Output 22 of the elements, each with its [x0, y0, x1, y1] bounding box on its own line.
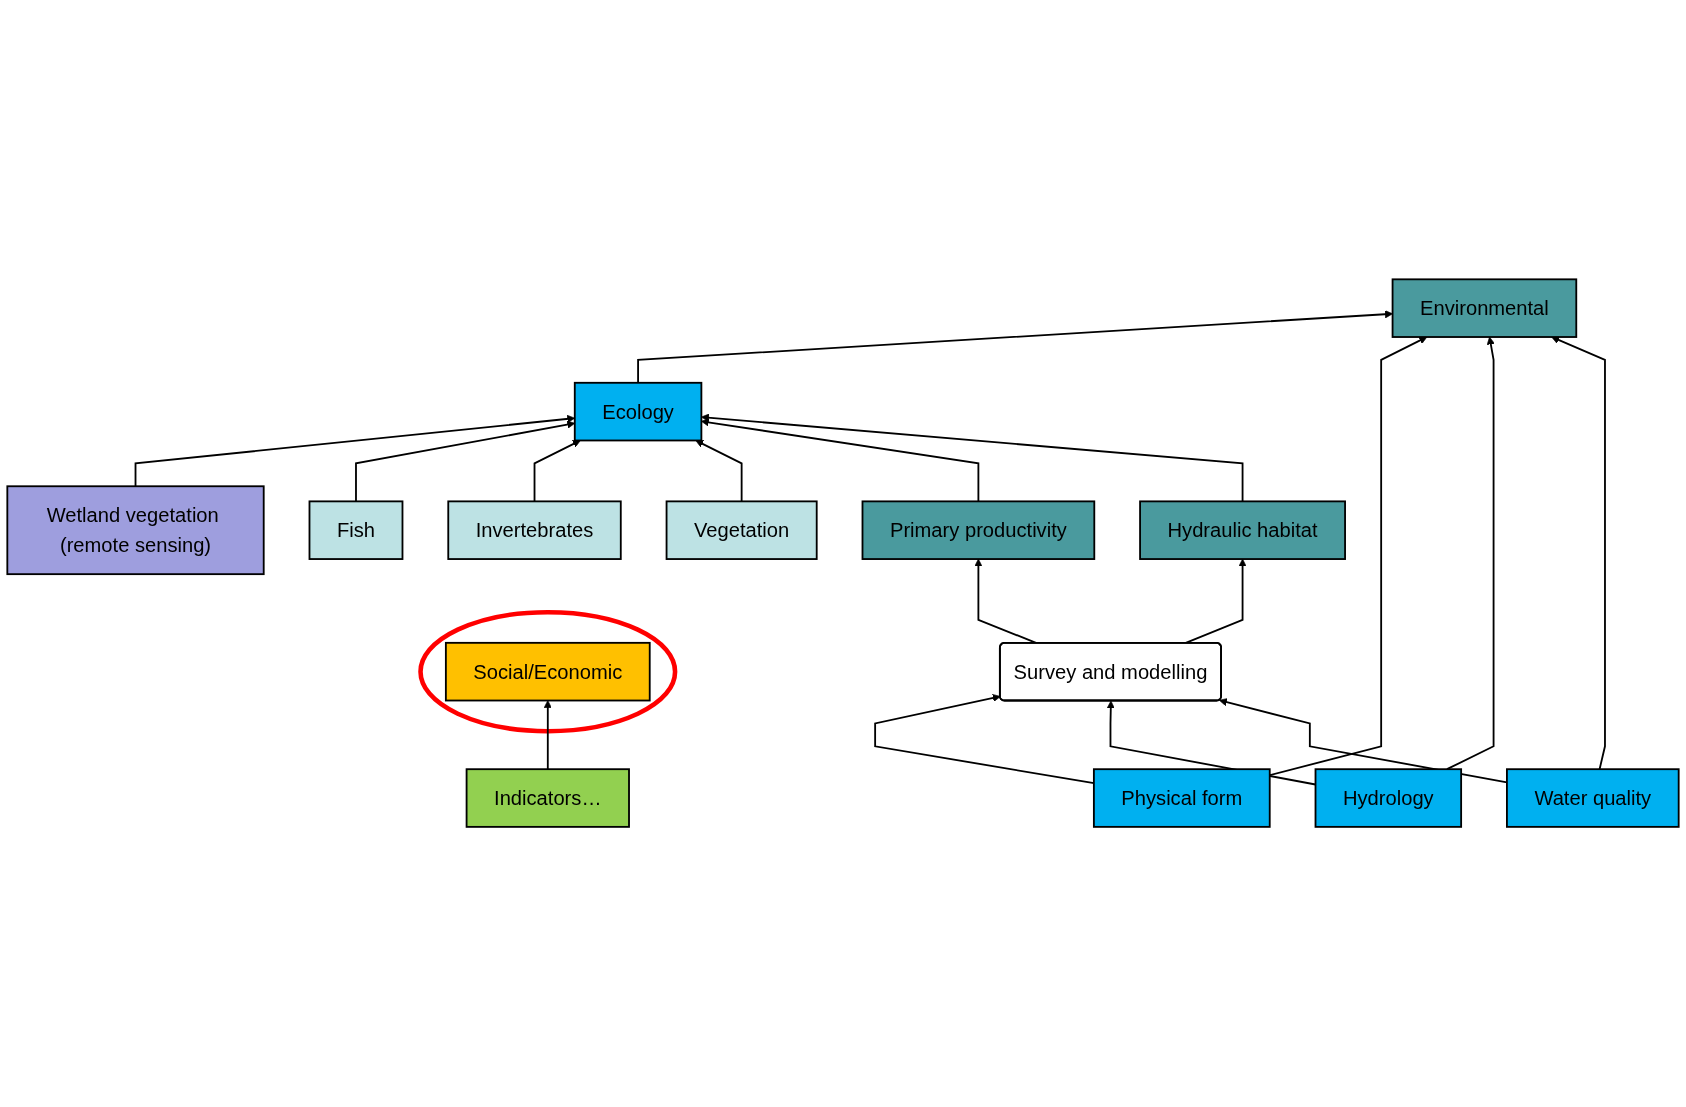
arrow	[1551, 336, 1606, 771]
node-box: Invertebrates	[447, 500, 622, 561]
node-box: Physical form	[1092, 768, 1271, 829]
node-box: Vegetation	[665, 500, 818, 561]
arrow	[695, 440, 743, 503]
cluster	[418, 610, 678, 734]
arrow	[533, 440, 581, 503]
arrow	[543, 700, 552, 771]
node-box: Social/Economic	[444, 642, 651, 702]
node-box: Water quality	[1506, 768, 1680, 829]
arrow	[1446, 337, 1495, 771]
node-box: Indicators…	[465, 768, 630, 829]
arrow	[637, 310, 1393, 385]
node-box: Environmental	[1391, 278, 1578, 339]
node-box: Ecology	[573, 382, 703, 442]
node-box: Hydrology	[1314, 768, 1463, 829]
node-box: Hydraulic habitat	[1139, 500, 1346, 561]
arrow	[701, 418, 980, 503]
arrow	[701, 414, 1244, 503]
node-box: Primary productivity	[861, 500, 1096, 561]
node-box: Wetland vegetation (remote sensing)	[6, 485, 265, 576]
node-box: Fish	[308, 500, 404, 561]
